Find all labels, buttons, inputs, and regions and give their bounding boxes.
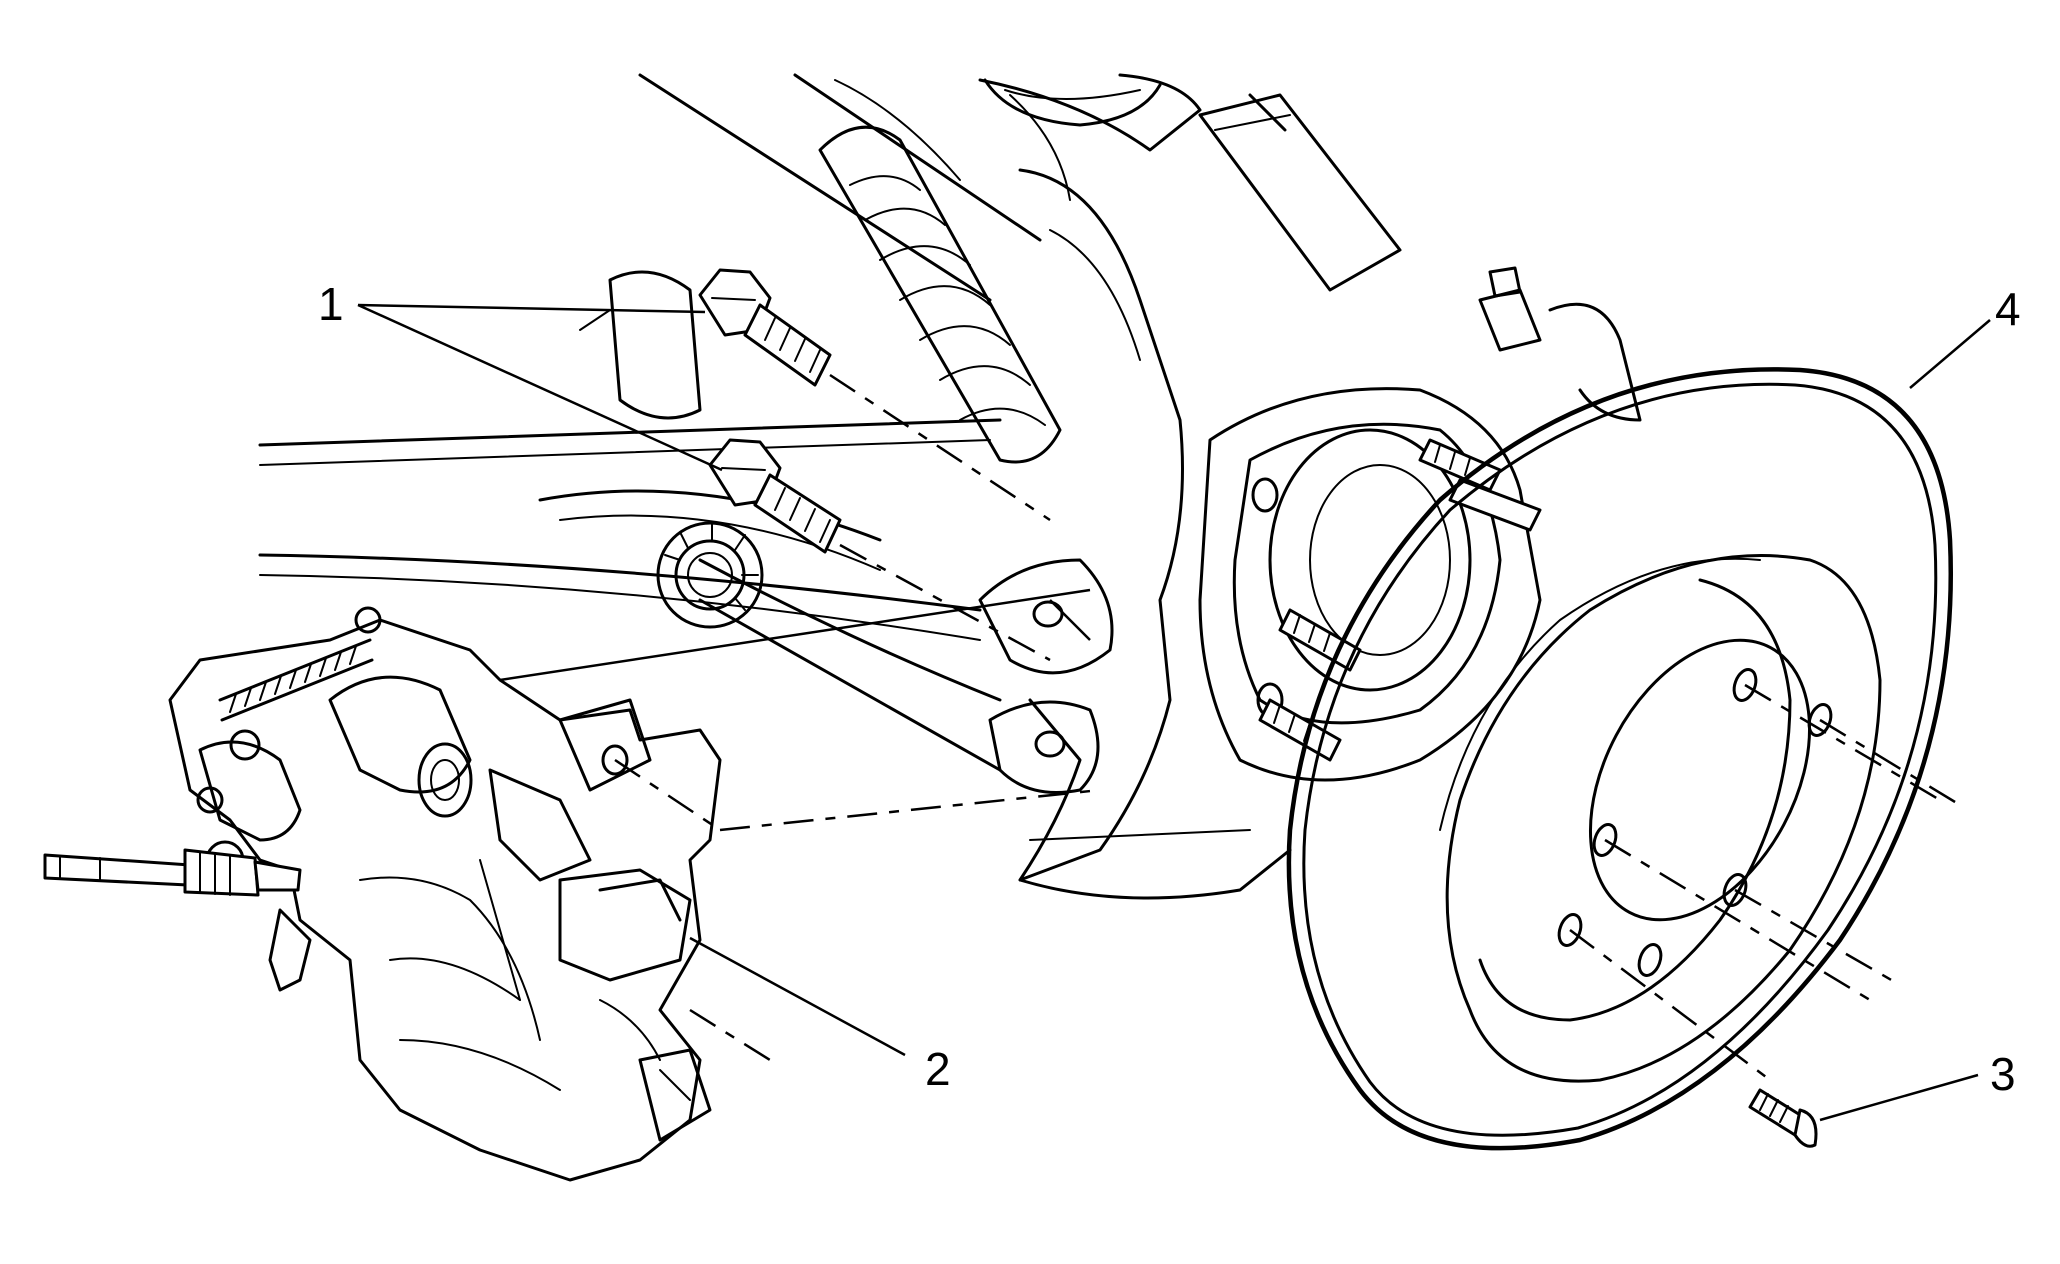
brake-caliper [168, 606, 771, 1182]
bushing [656, 521, 764, 629]
callout-1-label: 1 [318, 278, 344, 330]
callout-leaders [357, 303, 1991, 1122]
callout-2-label: 2 [925, 1043, 951, 1095]
caliper-bolt-upper [698, 268, 1051, 522]
alignment-lines [499, 588, 1101, 832]
wheel-hub [1198, 387, 1542, 782]
brake-rotor [1286, 367, 1961, 1151]
caliper-spring [218, 606, 382, 722]
rotor-retaining-screw [1748, 1088, 1818, 1148]
callout-4-label: 4 [1995, 283, 2021, 335]
suspension-background [258, 73, 1642, 900]
caliper-bolt-lower [708, 438, 1051, 662]
cv-boot [818, 125, 1062, 464]
callout-3-label: 3 [1990, 1048, 2016, 1100]
brake-hose [43, 848, 312, 992]
